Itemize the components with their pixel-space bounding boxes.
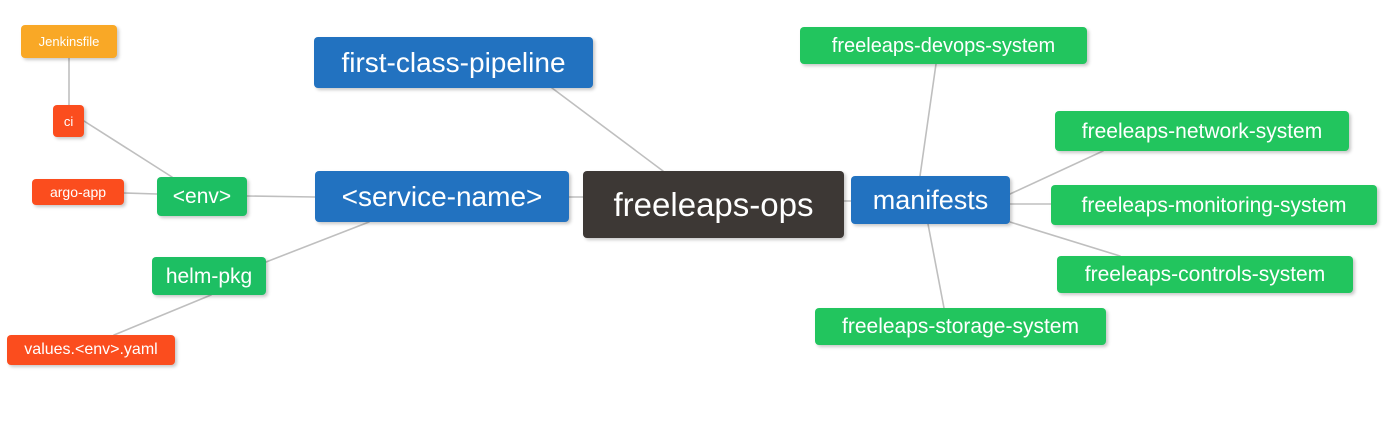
node-label-freeleaps-monitoring-system: freeleaps-monitoring-system: [1081, 193, 1347, 217]
node-label-helm-pkg: helm-pkg: [165, 264, 253, 288]
node-label-freeleaps-storage-system: freeleaps-storage-system: [842, 315, 1079, 338]
node-label-freeleaps-network-system: freeleaps-network-system: [1081, 119, 1323, 143]
node-label-values-env-yaml: values.<env>.yaml: [24, 341, 158, 358]
node-label-first-class-pipeline: first-class-pipeline: [341, 46, 566, 78]
node-env[interactable]: <env>: [157, 177, 247, 216]
edge-values-env-yaml-to-helm-pkg: [113, 294, 212, 336]
node-manifests[interactable]: manifests: [851, 176, 1010, 224]
node-label-env: <env>: [172, 185, 232, 208]
edge-manifests-to-freeleaps-controls-system: [1009, 221, 1121, 257]
edge-env-to-service-name: [246, 195, 316, 198]
node-freeleaps-storage-system[interactable]: freeleaps-storage-system: [815, 308, 1106, 345]
edge-manifests-to-freeleaps-devops-system: [919, 63, 937, 177]
node-ci[interactable]: ci: [53, 105, 84, 137]
node-values-env-yaml[interactable]: values.<env>.yaml: [7, 335, 175, 365]
node-label-freeleaps-devops-system: freeleaps-devops-system: [831, 34, 1056, 57]
edge-helm-pkg-to-service-name: [265, 221, 370, 263]
edge-first-class-pipeline-to-freeleaps-ops: [551, 87, 664, 172]
node-label-freeleaps-controls-system: freeleaps-controls-system: [1084, 263, 1326, 286]
node-argo-app[interactable]: argo-app: [32, 179, 124, 205]
node-freeleaps-devops-system[interactable]: freeleaps-devops-system: [800, 27, 1087, 64]
node-label-freeleaps-ops: freeleaps-ops: [613, 186, 814, 223]
node-helm-pkg[interactable]: helm-pkg: [152, 257, 266, 295]
node-freeleaps-network-system[interactable]: freeleaps-network-system: [1055, 111, 1349, 151]
node-label-service-name: <service-name>: [341, 180, 543, 212]
node-freeleaps-ops[interactable]: freeleaps-ops: [583, 171, 844, 238]
node-first-class-pipeline[interactable]: first-class-pipeline: [314, 37, 593, 88]
node-label-manifests: manifests: [872, 184, 989, 215]
node-service-name[interactable]: <service-name>: [315, 171, 569, 222]
node-jenkinsfile[interactable]: Jenkinsfile: [21, 25, 117, 58]
node-label-argo-app: argo-app: [49, 184, 107, 200]
edge-manifests-to-freeleaps-storage-system: [927, 223, 945, 309]
node-label-ci: ci: [63, 113, 74, 129]
node-label-jenkinsfile: Jenkinsfile: [38, 34, 100, 49]
edge-argo-app-to-env: [123, 192, 158, 195]
edge-ci-to-env: [83, 120, 173, 178]
node-freeleaps-controls-system[interactable]: freeleaps-controls-system: [1057, 256, 1353, 293]
node-freeleaps-monitoring-system[interactable]: freeleaps-monitoring-system: [1051, 185, 1377, 225]
